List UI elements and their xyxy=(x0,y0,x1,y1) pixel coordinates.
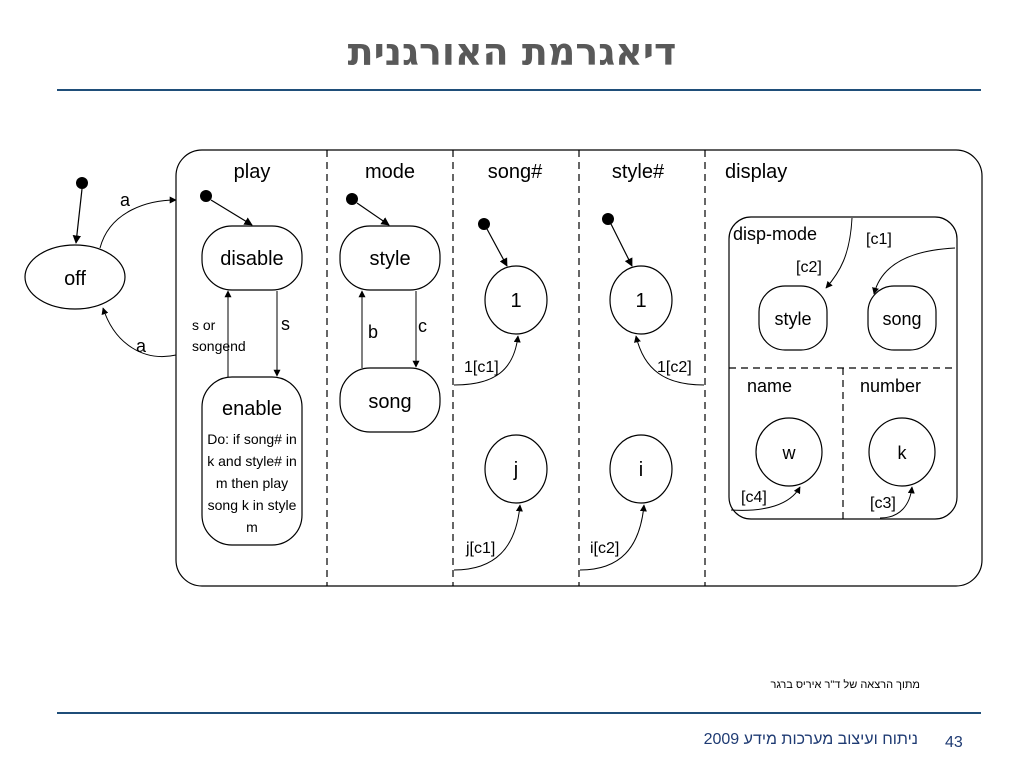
style-num-state-i-label: i xyxy=(639,459,643,481)
mode-song-state xyxy=(339,367,441,433)
style-num-state-i xyxy=(609,434,673,504)
initial-arrow-song-num xyxy=(486,228,508,267)
source-credit: מתוך הרצאה של ד"ר איריס ברגר xyxy=(770,679,920,691)
song-num-state-1 xyxy=(484,265,548,335)
style-num-state-1-label: 1 xyxy=(635,290,646,312)
footer-divider xyxy=(57,712,981,714)
footer-course: ניתוח ועיצוב מערכות מידע 2009 xyxy=(703,731,918,748)
song-num-state-j xyxy=(484,434,548,504)
number-state-k-label: k xyxy=(898,443,908,463)
enable-action-line: Do: if song# in xyxy=(207,431,297,447)
display-style-state xyxy=(758,285,828,351)
transition-off-label: a xyxy=(136,336,147,356)
display-song-label: song xyxy=(882,309,921,329)
region-title-mode: mode xyxy=(365,161,415,183)
transition-to-w xyxy=(730,486,801,511)
to-style-i-label: i[c2] xyxy=(590,540,619,557)
to-disable-label: songend xyxy=(192,338,246,354)
transition-on-to-off xyxy=(101,307,177,357)
region-title-display: display xyxy=(725,161,787,183)
enable-state xyxy=(201,376,303,546)
transition-to-display-song xyxy=(872,247,956,295)
transition-to-display-style xyxy=(825,217,853,289)
initial-dot-mode xyxy=(346,193,358,205)
enable-action-line: m xyxy=(246,519,258,535)
to-song-label: c xyxy=(418,316,427,336)
song-num-state-j-label: j xyxy=(513,459,518,481)
transition-to-style-i xyxy=(579,504,647,571)
display-song-state xyxy=(867,285,937,351)
transition-off-to-on xyxy=(99,196,177,249)
initial-dot-off xyxy=(76,177,88,189)
to-enable-label: s xyxy=(281,314,290,334)
region-title-play: play xyxy=(234,161,271,183)
initial-dot-song-num xyxy=(478,218,490,230)
to-song-j-label: j[c1] xyxy=(465,540,495,557)
disp-mode-label: disp-mode xyxy=(733,224,817,244)
to-w-label: [c4] xyxy=(741,489,767,506)
to-style-label: b xyxy=(368,322,378,342)
initial-dot-style-num xyxy=(602,213,614,225)
off-state-label: off xyxy=(64,268,86,290)
enable-action-line: song k in style xyxy=(208,497,297,513)
mode-song-label: song xyxy=(368,391,411,413)
enable-action-line: m then play xyxy=(216,475,288,491)
initial-dot-play xyxy=(200,190,212,202)
song-num-state-1-label: 1 xyxy=(510,290,521,312)
to-song-1-label: 1[c1] xyxy=(464,359,499,376)
enable-state-label: enable xyxy=(222,398,282,420)
to-disable-label: s or xyxy=(192,317,216,333)
transition-to-style-1 xyxy=(634,335,705,386)
disable-state xyxy=(201,225,303,291)
initial-arrow-play xyxy=(210,199,253,226)
name-state-w-label: w xyxy=(782,443,797,463)
name-region-label: name xyxy=(747,376,792,396)
off-state xyxy=(24,244,126,310)
title-divider xyxy=(57,89,981,91)
initial-arrow-off xyxy=(72,188,83,244)
display-style-label: style xyxy=(774,309,811,329)
transition-to-song-j xyxy=(453,504,523,571)
transition-on-label: a xyxy=(120,190,131,210)
to-display-style-label: [c2] xyxy=(796,259,822,276)
number-state-k xyxy=(868,417,936,487)
region-title-style-num: style# xyxy=(612,161,665,183)
page-title: דיאגרמת האורגנית xyxy=(347,30,677,74)
mode-style-state xyxy=(339,225,441,291)
to-k-label: [c3] xyxy=(870,495,896,512)
to-style-1-label: 1[c2] xyxy=(657,359,692,376)
enable-action-line: k and style# in xyxy=(207,453,297,469)
name-state-w xyxy=(755,417,823,487)
disable-state-label: disable xyxy=(220,248,283,270)
region-title-song-num: song# xyxy=(488,161,543,183)
mode-style-label: style xyxy=(369,248,410,270)
initial-arrow-style-num xyxy=(610,223,633,267)
transition-to-song-1 xyxy=(453,335,521,386)
transition-to-k xyxy=(879,486,915,519)
initial-arrow-mode xyxy=(356,202,390,226)
page-number: 43 xyxy=(945,734,963,751)
to-display-song-label: [c1] xyxy=(866,231,892,248)
number-region-label: number xyxy=(860,376,921,396)
style-num-state-1 xyxy=(609,265,673,335)
